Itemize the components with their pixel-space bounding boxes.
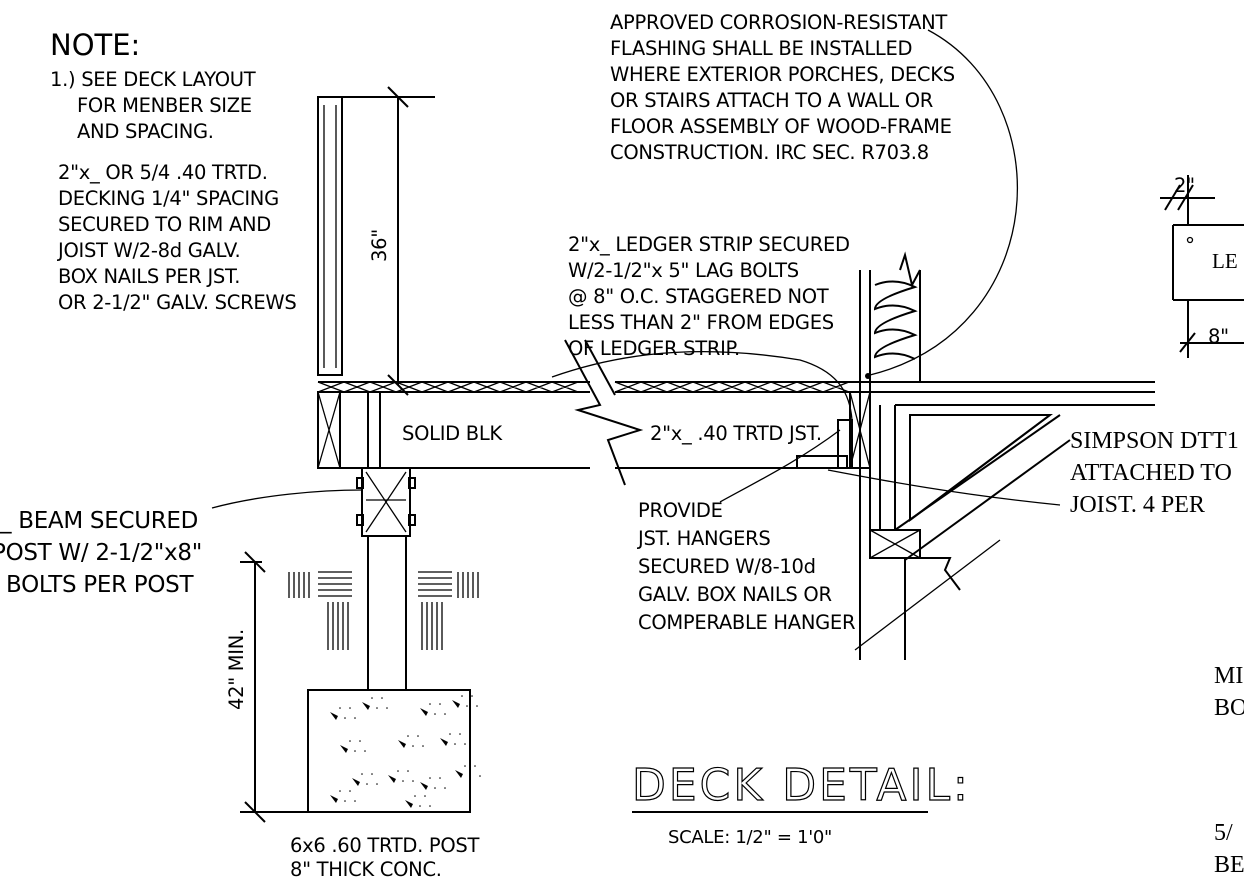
decking bbox=[317, 381, 870, 393]
svg-text:@ 8" O.C. STAGGERED NOT: @ 8" O.C. STAGGERED NOT bbox=[568, 285, 829, 308]
svg-text:OR 2-1/2" GALV. SCREWS: OR 2-1/2" GALV. SCREWS bbox=[58, 291, 296, 314]
svg-text:BOX NAILS PER JST.: BOX NAILS PER JST. bbox=[58, 265, 240, 288]
svg-text:PROVIDE: PROVIDE bbox=[638, 499, 723, 522]
svg-text:2"x_ OR 5/4 .40 TRTD.: 2"x_ OR 5/4 .40 TRTD. bbox=[58, 161, 268, 184]
svg-text:DECKING 1/4" SPACING: DECKING 1/4" SPACING bbox=[58, 187, 279, 210]
svg-text:OR STAIRS ATTACH TO A WALL OR: OR STAIRS ATTACH TO A WALL OR bbox=[610, 89, 933, 112]
hanger-callout: PROVIDE JST. HANGERS SECURED W/8-10d GAL… bbox=[636, 499, 856, 634]
led-label: LE bbox=[1212, 249, 1238, 273]
svg-text:APPROVED CORROSION-RESISTANT: APPROVED CORROSION-RESISTANT bbox=[610, 11, 947, 34]
beam-post bbox=[356, 467, 416, 690]
svg-text:JST. HANGERS: JST. HANGERS bbox=[636, 527, 770, 550]
railing bbox=[317, 96, 435, 376]
joist-section bbox=[317, 339, 860, 486]
svg-text:FOR MENBER SIZE: FOR MENBER SIZE bbox=[77, 94, 252, 117]
svg-text:POST W/ 2-1/2"x8": POST W/ 2-1/2"x8" bbox=[0, 540, 202, 566]
svg-text:GALV. BOX NAILS OR: GALV. BOX NAILS OR bbox=[638, 583, 832, 606]
simpson-callout: SIMPSON DTT1 ATTACHED TO JOIST. 4 PER bbox=[1070, 428, 1239, 518]
dimension-36-label: 36" bbox=[368, 229, 391, 262]
dim-8-label: 8" bbox=[1208, 325, 1229, 348]
svg-text:W/2-1/2"x 5" LAG BOLTS: W/2-1/2"x 5" LAG BOLTS bbox=[568, 259, 799, 282]
svg-text:5/: 5/ bbox=[1214, 820, 1233, 846]
dimension-42: 42" MIN. bbox=[225, 551, 308, 823]
beam-callout: _ BEAM SECURED POST W/ 2-1/2"x8" BOLTS P… bbox=[0, 508, 202, 598]
svg-text:JOIST W/2-8d GALV.: JOIST W/2-8d GALV. bbox=[56, 239, 240, 262]
dimension-36: 36" bbox=[368, 86, 409, 396]
svg-text:1.) SEE DECK LAYOUT: 1.) SEE DECK LAYOUT bbox=[50, 68, 256, 91]
svg-text:OF LEDGER STRIP.: OF LEDGER STRIP. bbox=[568, 337, 740, 360]
svg-text:BE: BE bbox=[1214, 852, 1244, 878]
drawing-title: DECK DETAIL: bbox=[632, 760, 971, 811]
decking-callout: 2"x_ OR 5/4 .40 TRTD. DECKING 1/4" SPACI… bbox=[56, 161, 297, 314]
svg-text:_ BEAM SECURED: _ BEAM SECURED bbox=[0, 508, 198, 534]
svg-text:CONSTRUCTION. IRC SEC. R703.8: CONSTRUCTION. IRC SEC. R703.8 bbox=[610, 141, 929, 164]
svg-text:8" THICK CONC.: 8" THICK CONC. bbox=[290, 858, 442, 881]
right-bottom-text: MI BO 5/ BE bbox=[1214, 663, 1244, 878]
ledger-callout: 2"x_ LEDGER STRIP SECURED W/2-1/2"x 5" L… bbox=[568, 233, 850, 360]
solid-blk-label: SOLID BLK bbox=[402, 422, 503, 445]
svg-text:SECURED TO RIM AND: SECURED TO RIM AND bbox=[58, 213, 271, 236]
svg-text:SIMPSON DTT1: SIMPSON DTT1 bbox=[1070, 428, 1239, 454]
svg-text:MI: MI bbox=[1214, 663, 1243, 689]
svg-text:JOIST. 4 PER: JOIST. 4 PER bbox=[1070, 492, 1205, 518]
dimension-42-label: 42" MIN. bbox=[225, 629, 248, 710]
svg-text:BO: BO bbox=[1214, 695, 1244, 721]
svg-text:LESS THAN 2" FROM EDGES: LESS THAN 2" FROM EDGES bbox=[568, 311, 834, 334]
svg-text:COMPERABLE HANGER: COMPERABLE HANGER bbox=[638, 611, 855, 634]
dim-2-label: 2" bbox=[1174, 174, 1195, 197]
leaders bbox=[211, 29, 1061, 651]
post-callout: 6x6 .60 TRTD. POST 8" THICK CONC. bbox=[290, 834, 480, 881]
svg-text:FLASHING SHALL BE INSTALLED: FLASHING SHALL BE INSTALLED bbox=[610, 37, 912, 60]
svg-text:2"x_ LEDGER STRIP SECURED: 2"x_ LEDGER STRIP SECURED bbox=[568, 233, 850, 256]
svg-text:BOLTS PER POST: BOLTS PER POST bbox=[6, 572, 194, 598]
svg-text:SECURED W/8-10d: SECURED W/8-10d bbox=[638, 555, 816, 578]
svg-text:AND SPACING.: AND SPACING. bbox=[77, 120, 214, 143]
right-detail: 2" LE 8" bbox=[1160, 174, 1244, 358]
svg-text:ATTACHED TO: ATTACHED TO bbox=[1070, 460, 1232, 486]
svg-text:6x6 .60 TRTD. POST: 6x6 .60 TRTD. POST bbox=[290, 834, 480, 857]
concrete-footing bbox=[307, 689, 481, 813]
grade-hatch bbox=[288, 571, 479, 650]
flashing-callout: APPROVED CORROSION-RESISTANT FLASHING SH… bbox=[610, 11, 955, 164]
svg-text:WHERE EXTERIOR PORCHES, DECKS: WHERE EXTERIOR PORCHES, DECKS bbox=[610, 63, 955, 86]
joist-label: 2"x_ .40 TRTD JST. bbox=[650, 422, 822, 445]
note-heading: NOTE: bbox=[50, 28, 140, 62]
note-lines: 1.) SEE DECK LAYOUT FOR MENBER SIZE AND … bbox=[50, 68, 256, 143]
drawing-scale: SCALE: 1/2" = 1'0" bbox=[668, 827, 832, 848]
house-wall bbox=[849, 251, 1155, 660]
svg-text:FLOOR ASSEMBLY OF WOOD-FRAME: FLOOR ASSEMBLY OF WOOD-FRAME bbox=[610, 115, 952, 138]
